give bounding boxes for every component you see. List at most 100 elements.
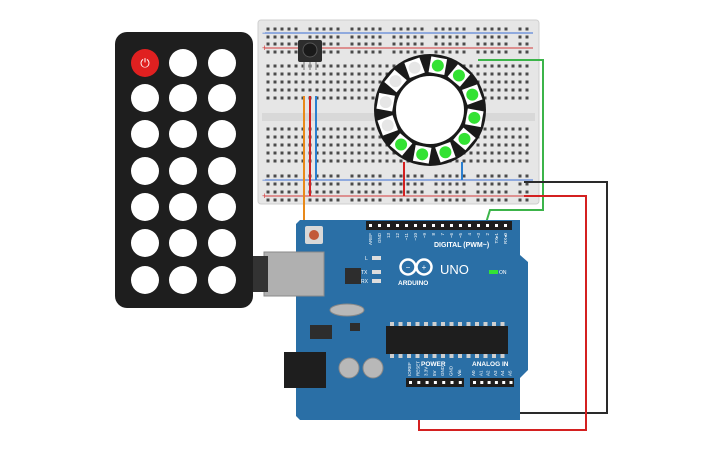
remote-button-label: 0 xyxy=(141,164,148,179)
on-label: ON xyxy=(499,270,507,276)
ir-remote[interactable]: ⏻ VOL+ FUNC/STOP ⏮ ⏯ ⏭ ▼ VOL- ▲ 0 EQ ST/REPT 1 2 3 4 5 6 7… xyxy=(115,32,253,308)
remote-button-2[interactable]: 2 xyxy=(169,193,197,221)
remote-button-0[interactable]: 0 xyxy=(131,157,159,185)
digital-pin-label: ~11 xyxy=(404,233,409,241)
neopixel-led xyxy=(465,108,484,128)
neopixel-led xyxy=(428,56,448,75)
remote-button-up[interactable]: ▲ xyxy=(208,120,236,148)
neopixel-led xyxy=(384,69,407,93)
digital-pin-label: ~9 xyxy=(422,233,427,239)
analog-pin-label: A5 xyxy=(508,370,513,376)
remote-button-down[interactable]: ▼ xyxy=(131,120,159,148)
uno-label: UNO xyxy=(440,262,469,277)
remote-button-1[interactable]: 1 xyxy=(131,193,159,221)
remote-button-vol-up[interactable]: VOL+ xyxy=(169,49,197,77)
arduino-wordmark: ARDUINO xyxy=(398,280,428,287)
digital-pin-label: 13 xyxy=(386,233,391,239)
remote-button-label: VOL- xyxy=(174,130,192,139)
remote-button-prev[interactable]: ⏮ xyxy=(131,84,159,112)
analog-header[interactable] xyxy=(470,378,514,387)
remote-button-power[interactable]: ⏻ xyxy=(131,49,159,77)
digital-pin-label: AREF xyxy=(368,233,373,245)
remote-button-label: ⏻ xyxy=(140,56,150,70)
remote-button-play-pause[interactable]: ⏯ xyxy=(169,84,197,112)
on-led xyxy=(489,270,498,274)
remote-button-label: 3 xyxy=(218,200,225,215)
neopixel-led xyxy=(376,92,395,112)
analog-pin-label: A2 xyxy=(486,370,491,376)
remote-button-label: 7 xyxy=(141,273,148,288)
power-jack xyxy=(284,352,326,388)
remote-button-label: ▲ xyxy=(216,127,228,141)
power-pin-label: RESET xyxy=(415,361,420,376)
analog-pin-label: A3 xyxy=(493,370,498,376)
digital-pin-label: RX◂0 xyxy=(503,233,508,245)
wire-green xyxy=(478,59,544,227)
remote-button-5[interactable]: 5 xyxy=(169,229,197,257)
rail-plus-label: + xyxy=(262,43,267,53)
neopixel-leds xyxy=(376,56,484,164)
power-pin-label: 3.3V xyxy=(424,367,429,376)
neopixel-led xyxy=(377,115,398,136)
remote-button-st-rept[interactable]: ST/REPT xyxy=(208,157,236,185)
remote-button-label: EQ xyxy=(178,167,189,176)
ir-receiver[interactable] xyxy=(298,40,322,70)
remote-button-next[interactable]: ⏭ xyxy=(208,84,236,112)
led-rx-label: RX xyxy=(361,279,369,285)
analog-pin-label: A1 xyxy=(478,370,483,376)
digital-header[interactable] xyxy=(366,221,512,230)
remote-button-label: STOP xyxy=(212,63,232,72)
digital-pin-label: 12 xyxy=(395,233,400,239)
power-pin-label: 5V xyxy=(432,370,437,376)
rail-minus-label: − xyxy=(262,28,267,38)
remote-button-label: 8 xyxy=(179,273,186,288)
power-pin-label: Vin xyxy=(457,369,462,376)
digital-pin-label: ~6 xyxy=(449,233,454,239)
remote-button-label: ⏯ xyxy=(178,91,188,105)
digital-pin-label: 4 xyxy=(467,233,472,236)
remote-button-label: ⏮ xyxy=(140,91,151,105)
remote-button-label: ▼ xyxy=(139,127,151,141)
remote-button-eq[interactable]: EQ xyxy=(169,157,197,185)
rail-plus-label-bottom: + xyxy=(262,191,267,201)
remote-button-vol-down[interactable]: VOL- xyxy=(169,120,197,148)
remote-button-label: 4 xyxy=(141,236,148,251)
neopixel-led xyxy=(404,57,425,78)
digital-pin-label: ~3 xyxy=(476,233,481,239)
digital-pin-label: 7 xyxy=(440,233,445,236)
digital-pin-label: GND xyxy=(377,232,382,243)
remote-button-3[interactable]: 3 xyxy=(208,193,236,221)
led-l-label: L xyxy=(365,256,368,262)
remote-button-label: 2 xyxy=(179,200,186,215)
power-pin-label: IOREF xyxy=(407,362,412,376)
remote-button-label: ⏭ xyxy=(217,91,228,105)
digital-pin-label: 8 xyxy=(431,233,436,236)
remote-button-label: 5 xyxy=(179,236,186,251)
neopixel-ring[interactable] xyxy=(374,54,486,166)
remote-button-6[interactable]: 6 xyxy=(208,229,236,257)
atmega-chip xyxy=(386,326,508,354)
digital-pin-label: 2 xyxy=(485,233,490,236)
remote-button-7[interactable]: 7 xyxy=(131,266,159,294)
arduino-logo: − + xyxy=(399,258,433,276)
remote-button-label: FUNC/ xyxy=(211,55,235,64)
remote-button-label: REPT xyxy=(212,171,232,180)
remote-button-func-stop[interactable]: FUNC/STOP xyxy=(208,49,236,77)
neopixel-led xyxy=(453,127,476,151)
neopixel-led xyxy=(447,64,471,87)
remote-button-4[interactable]: 4 xyxy=(131,229,159,257)
digital-pin-label: ~10 xyxy=(413,233,418,241)
analog-pin-label: A0 xyxy=(471,370,476,376)
remote-button-9[interactable]: 9 xyxy=(208,266,236,294)
remote-button-label: VOL+ xyxy=(173,59,193,68)
rail-minus-label-bottom: − xyxy=(262,175,267,185)
remote-button-label: 6 xyxy=(218,236,225,251)
analog-pin-label: A4 xyxy=(500,370,505,376)
remote-button-8[interactable]: 8 xyxy=(169,266,197,294)
neopixel-led xyxy=(389,133,413,156)
power-pin-label: GND xyxy=(440,365,445,376)
remote-button-label: 9 xyxy=(218,273,225,288)
